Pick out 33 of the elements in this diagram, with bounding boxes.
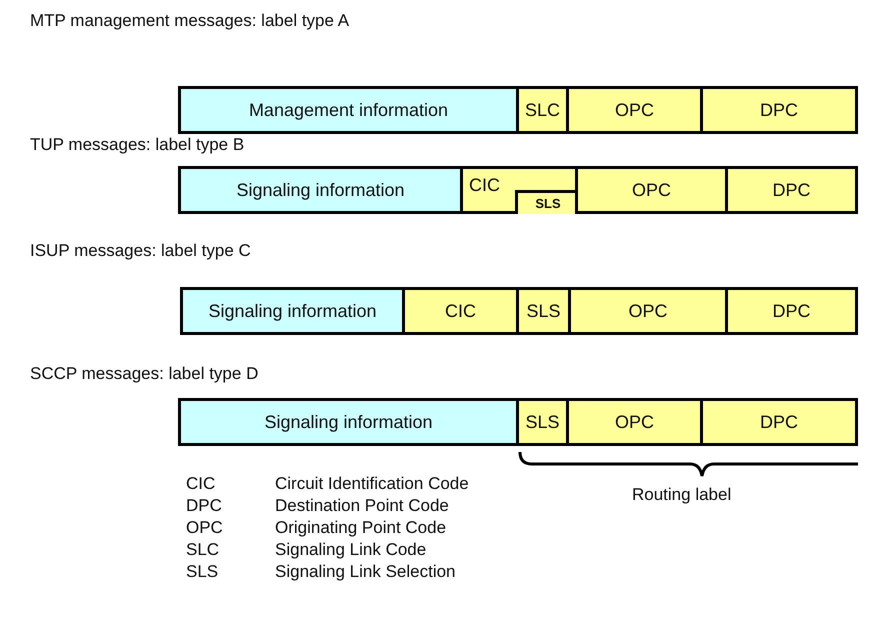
field-cell: Signaling information [180, 287, 405, 335]
field-cell: OPC [566, 86, 703, 134]
abbreviation-definition: Destination Point Code [275, 496, 449, 516]
field-cell: SLS [516, 398, 569, 446]
field-cell: CIC [402, 287, 519, 335]
field-cell: SLC [516, 86, 569, 134]
field-cell: Signaling information [178, 398, 519, 446]
field-cell: SLS [516, 287, 571, 335]
abbreviation-definition: Signaling Link Selection [275, 562, 456, 582]
row-title: MTP management messages: label type A [30, 11, 350, 31]
abbreviation-definition: Signaling Link Code [275, 540, 426, 560]
field-cell: Signaling information [178, 166, 463, 214]
field-cell: OPC [575, 166, 728, 214]
field-cell: DPC [700, 398, 858, 446]
field-cell: CIC SLS [460, 166, 578, 214]
abbreviation: OPC [186, 518, 223, 538]
row-title: TUP messages: label type B [30, 135, 244, 155]
field-cell: DPC [725, 287, 858, 335]
field-cell: OPC [568, 287, 728, 335]
abbreviation-definition: Originating Point Code [275, 518, 446, 538]
row-title: ISUP messages: label type C [30, 241, 251, 261]
abbreviation: SLC [186, 540, 220, 560]
row-title: SCCP messages: label type D [30, 364, 258, 384]
field-cell: Management information [178, 86, 519, 134]
brace-label: Routing label [632, 485, 732, 505]
field-cell: DPC [700, 86, 858, 134]
abbreviation: SLS [186, 562, 218, 582]
abbreviation-definition: Circuit Identification Code [275, 474, 469, 494]
field-cell: OPC [566, 398, 703, 446]
field-cell: SLS [515, 190, 578, 214]
abbreviation: CIC [186, 474, 216, 494]
field-cell: DPC [725, 166, 858, 214]
abbreviation: DPC [186, 496, 222, 516]
